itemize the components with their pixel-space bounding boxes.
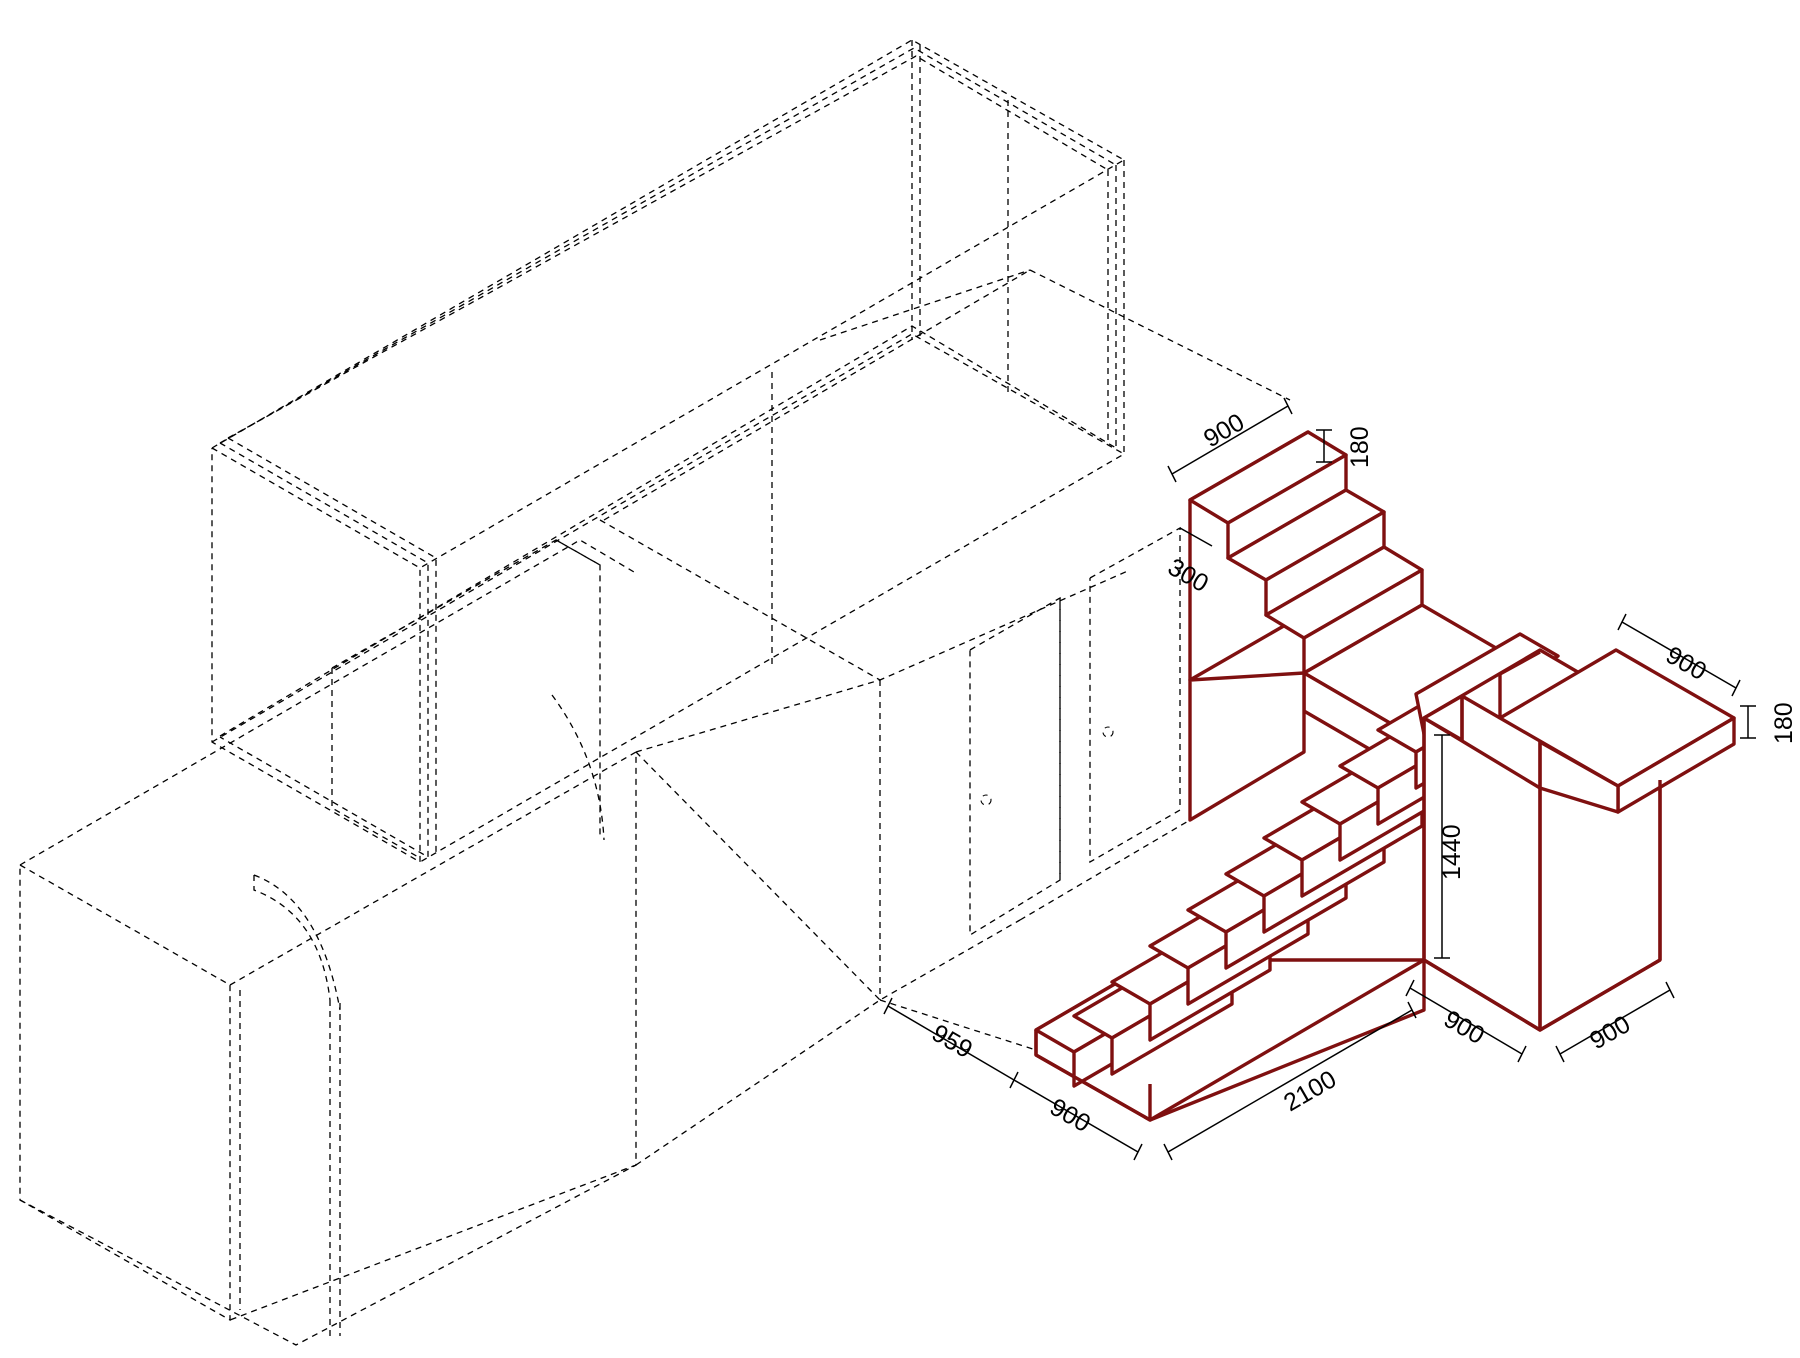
upper-cabinet-ghost <box>211 39 1126 864</box>
dim-pillar-height: 1440 <box>1434 734 1466 959</box>
dim-bottom-offset-label: 959 <box>927 1019 977 1064</box>
dim-pillar-height-label: 1440 <box>1438 824 1466 880</box>
dim-right-riser-label: 180 <box>1770 702 1798 744</box>
dim-top-landing-label: 900 <box>1199 408 1249 453</box>
dim-bottom-width-label: 900 <box>1045 1093 1095 1138</box>
dim-top-riser: 180 <box>1316 426 1374 468</box>
upper-flight-wall <box>1188 671 1306 822</box>
dim-top-riser-label: 180 <box>1346 426 1374 468</box>
staircase <box>1034 430 1736 1122</box>
dim-pillar-width-label: 900 <box>1585 1010 1635 1055</box>
dim-right-riser: 180 <box>1740 702 1798 744</box>
base-cabinet-ghost <box>19 269 1291 1346</box>
dim-bottom-offset: 959 <box>883 997 1019 1089</box>
dim-run-length-label: 2100 <box>1279 1065 1341 1117</box>
dim-pillar-depth-label: 900 <box>1439 1005 1489 1050</box>
